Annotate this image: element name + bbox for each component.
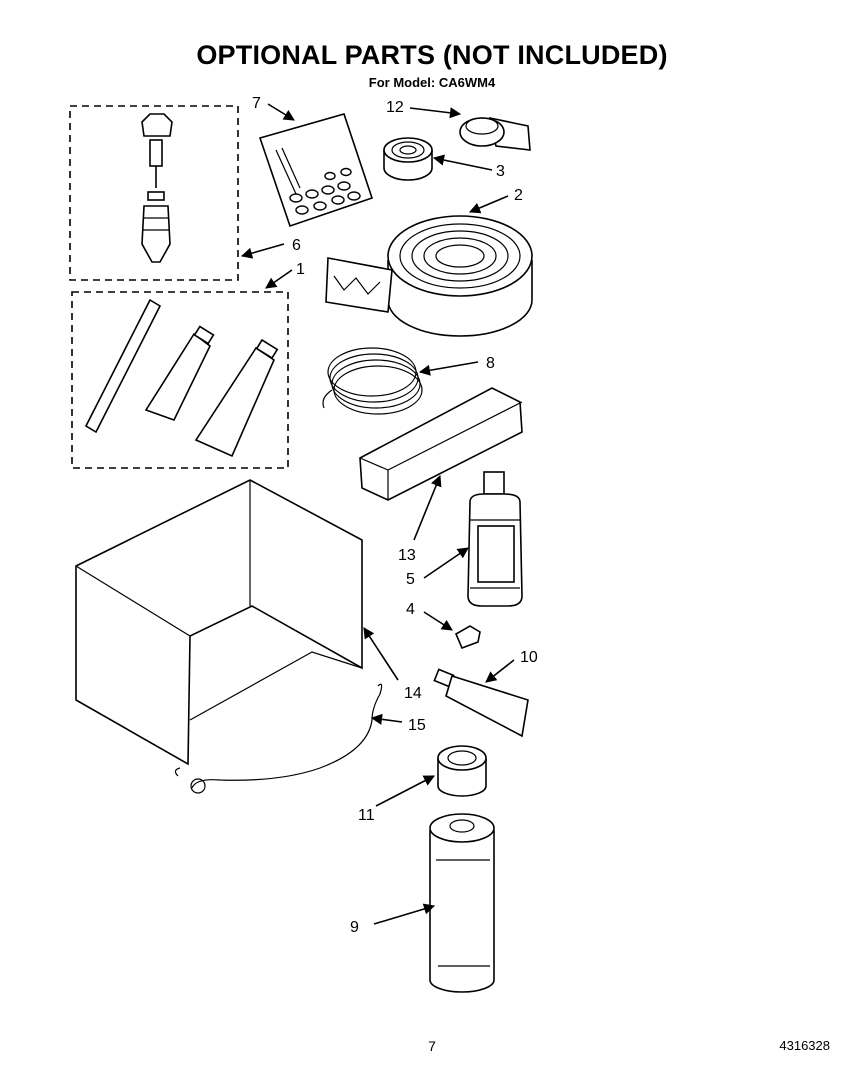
model-subtitle: For Model: CA6WM4 <box>368 75 496 90</box>
callout-9: 9 <box>350 919 359 936</box>
leader-15 <box>370 713 403 725</box>
leader-8 <box>418 361 479 376</box>
callout-10: 10 <box>520 649 538 666</box>
kit-box-6 <box>69 105 239 281</box>
callout-4: 4 <box>406 601 415 618</box>
bottle-part-5 <box>467 471 523 607</box>
callout-8: 8 <box>486 355 495 372</box>
callout-14: 14 <box>404 685 422 702</box>
leader-2 <box>468 195 509 214</box>
leader-10 <box>485 659 515 683</box>
leader-lines <box>240 103 515 925</box>
leader-14 <box>363 627 399 681</box>
cover-part-14 <box>75 479 363 766</box>
hardware-bag-part-7 <box>258 113 374 228</box>
insulation-roll-part-2 <box>325 215 533 337</box>
leader-3 <box>432 154 493 171</box>
coil-part-3 <box>383 137 433 181</box>
leader-12 <box>409 107 462 119</box>
wire-coil-part-8 <box>322 347 423 415</box>
page-title: OPTIONAL PARTS (NOT INCLUDED) <box>196 40 668 70</box>
tape-roll-part-12 <box>459 116 531 151</box>
callout-11: 11 <box>358 807 375 824</box>
callout-1: 1 <box>296 261 305 278</box>
leader-11 <box>375 775 435 807</box>
callout-13: 13 <box>398 547 416 564</box>
tape-roll-part-11 <box>437 745 487 797</box>
leader-7 <box>267 103 295 121</box>
callout-3: 3 <box>496 163 505 180</box>
cord-part-15 <box>174 683 383 794</box>
callout-2: 2 <box>514 187 523 204</box>
foam-strip-part-13 <box>359 387 523 501</box>
leader-13 <box>413 474 442 541</box>
callout-15: 15 <box>408 717 426 734</box>
sealant-kit-part-1 <box>84 298 279 458</box>
valve-cap-part-4 <box>454 625 481 650</box>
leader-4 <box>423 611 453 631</box>
callout-12: 12 <box>386 99 404 116</box>
document-number: 4316328 <box>779 1038 830 1053</box>
callout-7: 7 <box>252 95 261 112</box>
callout-numbers: 7 12 3 2 6 1 8 13 5 4 10 14 15 11 9 <box>252 95 538 936</box>
callout-6: 6 <box>292 237 301 254</box>
leader-6 <box>240 243 285 259</box>
leader-9 <box>373 903 436 925</box>
callout-5: 5 <box>406 571 415 588</box>
leader-5 <box>423 547 469 579</box>
kit-box-1 <box>71 291 289 469</box>
spray-can-part-9 <box>429 813 495 993</box>
page-number: 7 <box>428 1038 436 1054</box>
connector-fitting-part-6 <box>141 113 173 263</box>
tube-part-10 <box>433 668 529 738</box>
leader-1 <box>265 269 293 289</box>
